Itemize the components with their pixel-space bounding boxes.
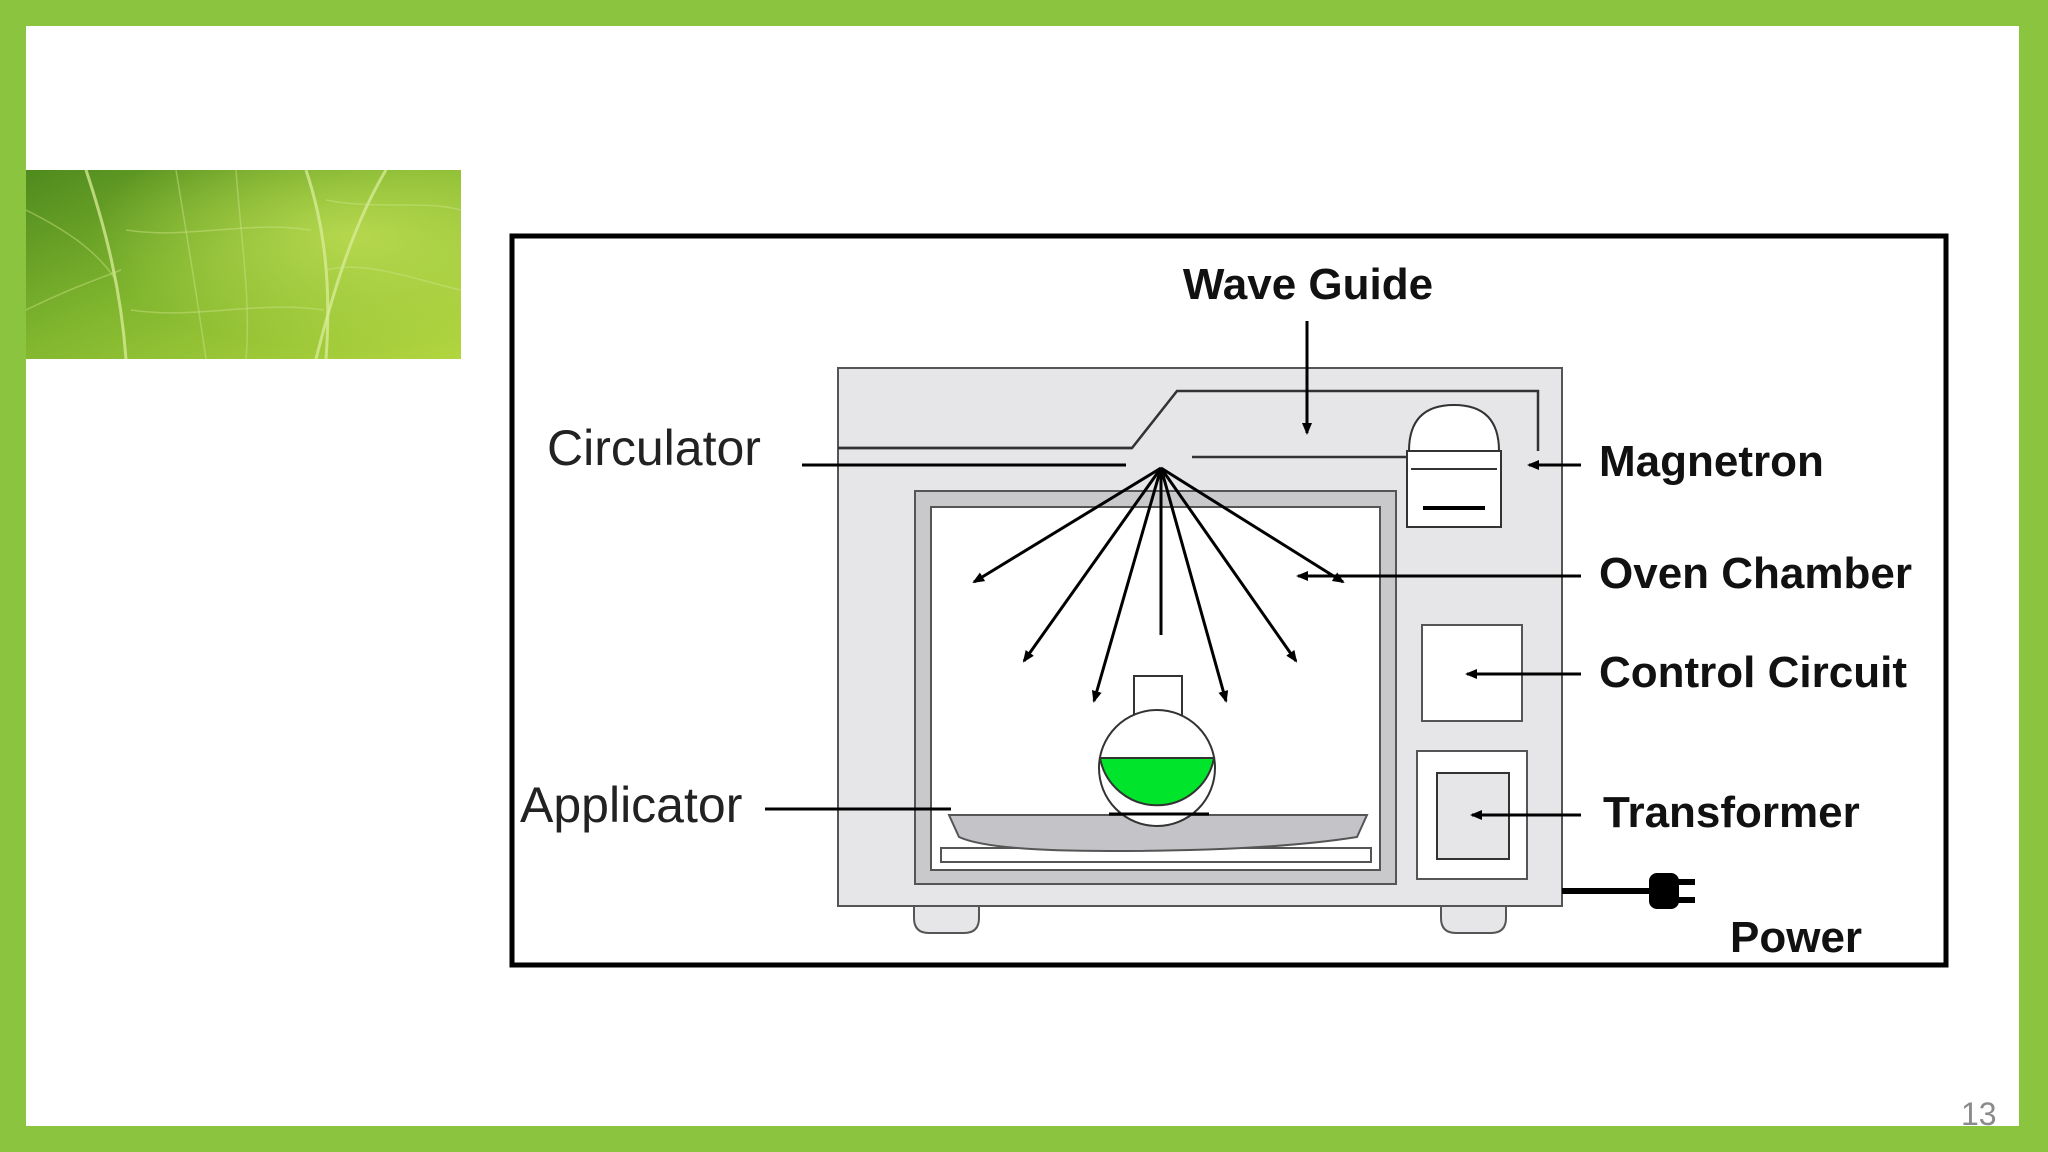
label-wave-guide: Wave Guide (1183, 260, 1433, 309)
power-plug (1649, 873, 1679, 909)
leaf-image (26, 170, 461, 359)
label-power: Power (1730, 913, 1862, 962)
microwave-rays (972, 466, 1345, 703)
slide-content-area: Wave Guide Circulator Magnetron Oven Cha… (26, 26, 2019, 1132)
microwave-diagram: Wave Guide Circulator Magnetron Oven Cha… (509, 233, 1949, 968)
magnetron-body (1406, 450, 1502, 528)
flask-liquid (1098, 757, 1216, 807)
label-oven-chamber: Oven Chamber (1599, 549, 1912, 598)
page-number: 13 (1961, 1096, 1997, 1132)
magnetron-dome (1407, 403, 1501, 452)
applicator-tray (947, 814, 1369, 853)
label-control-circuit: Control Circuit (1599, 648, 1907, 697)
label-magnetron: Magnetron (1599, 437, 1824, 486)
label-applicator: Applicator (520, 777, 742, 833)
label-circulator: Circulator (547, 420, 761, 476)
label-transformer: Transformer (1603, 788, 1860, 837)
